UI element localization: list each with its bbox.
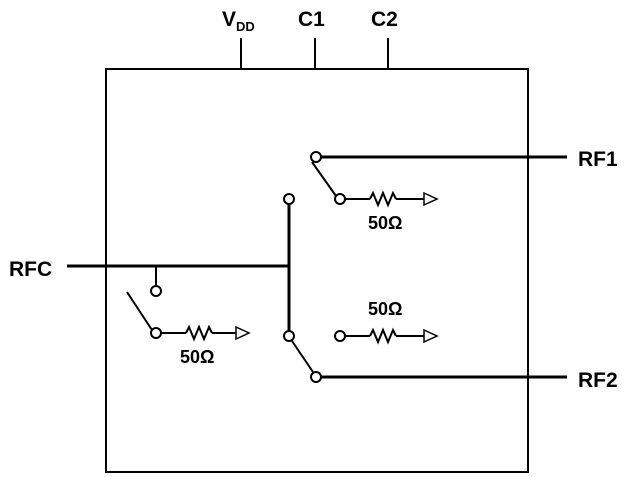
rf2-contact	[310, 371, 322, 383]
rf1-label: RF1	[578, 148, 618, 171]
pin-c2: C2	[371, 8, 398, 69]
rfc-shunt-pivot	[150, 327, 162, 339]
vdd-subscript: DD	[236, 19, 255, 34]
rf2-path: RF2 50Ω	[291, 299, 618, 392]
pin-c1: C1	[298, 8, 325, 69]
rf1-shunt-blade	[311, 161, 337, 197]
rf2-series-blade	[291, 340, 314, 373]
rf2-shunt-contact	[334, 330, 346, 342]
rfc-label: RFC	[9, 258, 52, 281]
bus-bottom-pivot	[283, 330, 295, 342]
rfc-shunt-blade	[126, 291, 153, 331]
rf1-ground-arrow	[423, 191, 439, 207]
rf1-load-label: 50Ω	[368, 213, 402, 233]
pin-vdd: VDD	[222, 8, 255, 69]
rf1-resistor	[369, 190, 397, 208]
rf2-load-label: 50Ω	[368, 299, 402, 319]
c2-label: C2	[371, 8, 398, 31]
vdd-label: V	[222, 8, 236, 31]
rfc-ground-arrow	[235, 325, 251, 341]
bus-top-contact	[283, 193, 295, 205]
package-outline	[105, 68, 529, 473]
rf2-resistor	[369, 327, 397, 345]
rfc-path: RFC 50Ω	[9, 258, 289, 367]
c1-label: C1	[298, 8, 325, 31]
svg-text:VDD: VDD	[222, 8, 255, 34]
rf2-ground-arrow	[423, 328, 439, 344]
rfc-load-label: 50Ω	[180, 347, 214, 367]
rf1-contact	[310, 151, 322, 163]
rfc-shunt-contact	[150, 285, 162, 297]
rf2-label: RF2	[578, 369, 618, 392]
rf1-path: RF1 50Ω	[310, 148, 618, 233]
rf1-shunt-pivot	[334, 193, 346, 205]
common-bus	[283, 193, 295, 342]
rfc-resistor	[185, 324, 213, 342]
